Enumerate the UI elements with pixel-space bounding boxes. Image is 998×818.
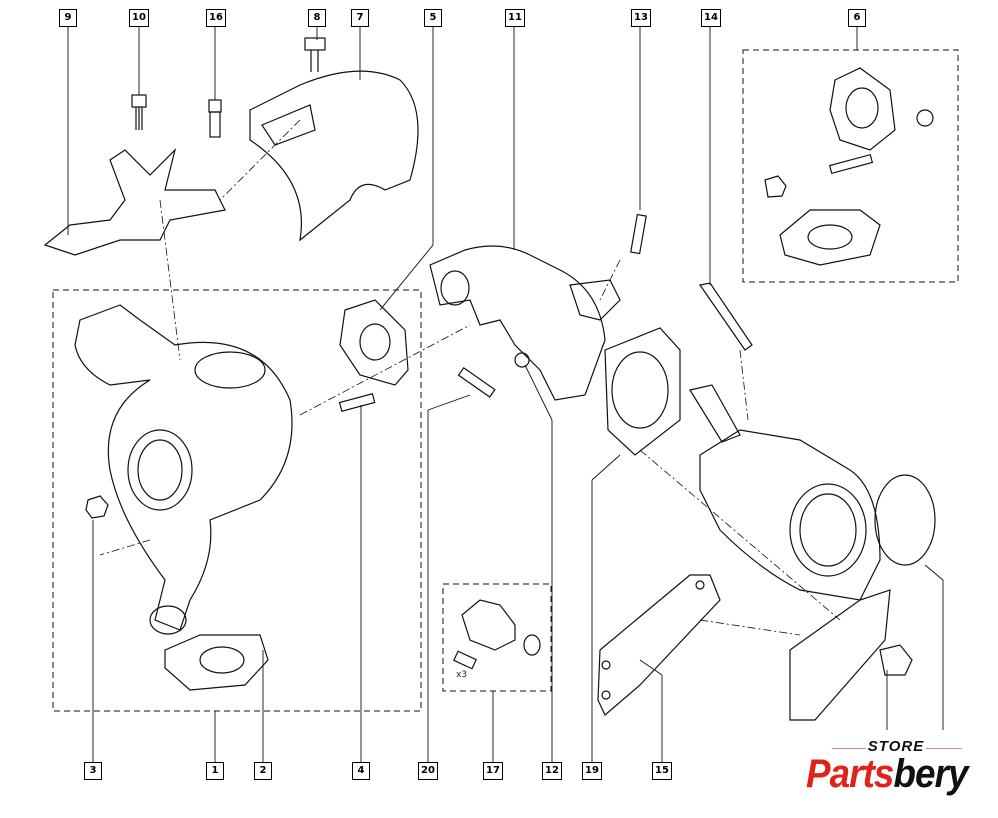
gasket-19 — [604, 327, 681, 456]
callout-5[interactable]: 5 — [424, 9, 442, 27]
callout-7[interactable]: 7 — [351, 9, 369, 27]
callout-3[interactable]: 3 — [84, 762, 102, 780]
callout-1[interactable]: 1 — [206, 762, 224, 780]
logo-rule — [926, 748, 962, 749]
callout-8[interactable]: 8 — [308, 9, 326, 27]
turbocharger — [74, 304, 293, 631]
exhaust-elbow — [429, 245, 606, 401]
bolt-8 — [304, 37, 326, 72]
bolt-10 — [131, 94, 147, 130]
logo-rule — [832, 748, 866, 749]
pressure-sensor — [461, 599, 516, 651]
gasket-kit-box — [742, 49, 959, 283]
turbo-group-box — [52, 289, 422, 712]
callout-6[interactable]: 6 — [848, 9, 866, 27]
callout-13[interactable]: 13 — [631, 9, 651, 27]
callout-19[interactable]: 19 — [582, 762, 602, 780]
callout-10[interactable]: 10 — [129, 9, 149, 27]
callout-4[interactable]: 4 — [352, 762, 370, 780]
callout-12[interactable]: 12 — [542, 762, 562, 780]
callout-20[interactable]: 20 — [418, 762, 438, 780]
callout-11[interactable]: 11 — [505, 9, 525, 27]
kit-stud — [828, 153, 874, 175]
stud-16 — [208, 99, 222, 138]
gasket-2 — [164, 634, 269, 691]
callout-14[interactable]: 14 — [701, 9, 721, 27]
logo-brand-black: bery — [893, 752, 968, 796]
bracket-15 — [597, 574, 721, 716]
logo-brand-red: Parts — [806, 752, 894, 796]
sensor-kit-box — [442, 583, 552, 692]
turbo-bracket — [43, 148, 226, 256]
nut-3 — [85, 495, 109, 519]
callout-16[interactable]: 16 — [206, 9, 226, 27]
logo-store: STORE — [867, 738, 925, 755]
callout-15[interactable]: 15 — [652, 762, 672, 780]
kit-nut-2 — [764, 175, 787, 198]
partsbery-logo: STORE Partsbery — [806, 738, 986, 800]
sensor-screw — [453, 650, 477, 670]
logo-brand: Partsbery — [806, 752, 968, 797]
stud-20 — [457, 366, 496, 398]
callout-9[interactable]: 9 — [59, 9, 77, 27]
callout-2[interactable]: 2 — [254, 762, 272, 780]
catalytic-converter — [699, 429, 881, 601]
quantity-note: x3 — [456, 670, 468, 680]
gasket-5 — [339, 299, 409, 386]
kit-gasket — [779, 209, 881, 266]
kit-nut — [916, 109, 934, 127]
heat-shield — [249, 70, 419, 242]
bracket-right — [789, 589, 891, 721]
seal-ring-14 — [698, 282, 753, 351]
flange-nut — [879, 644, 913, 676]
callout-17[interactable]: 17 — [483, 762, 503, 780]
stud-13 — [630, 213, 647, 255]
stud-4 — [338, 393, 376, 412]
gasket-kit-flange — [829, 67, 896, 151]
nut-12 — [514, 352, 530, 368]
